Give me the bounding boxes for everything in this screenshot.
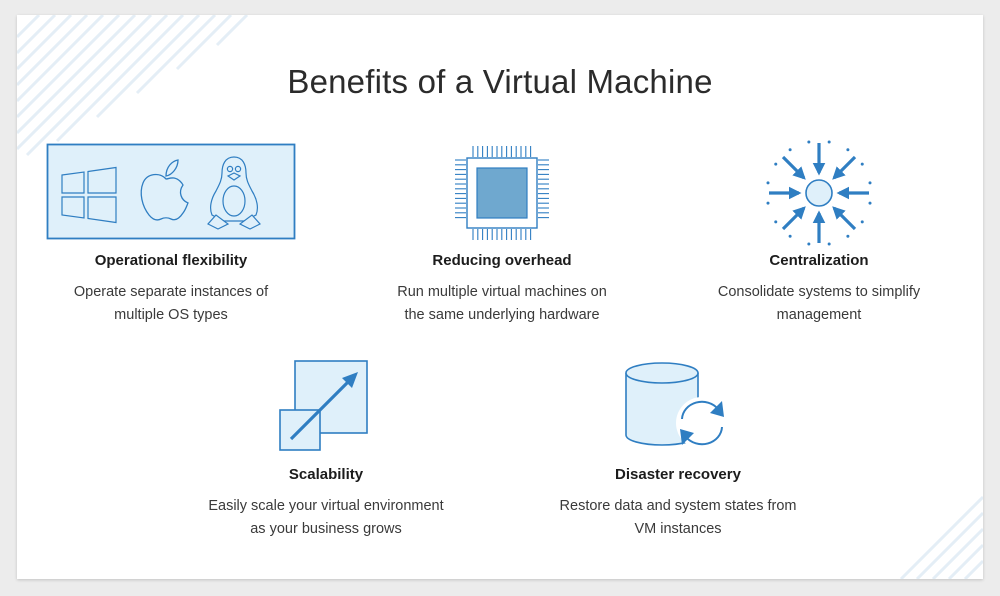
benefit-heading: Reducing overhead (432, 252, 572, 269)
benefit-description: Operate separate instances of multiple O… (73, 284, 269, 323)
decorative-stripes-bottom-right (899, 495, 983, 579)
linux-tux-icon (207, 156, 261, 230)
sync-arrows-icon (681, 400, 723, 446)
benefit-description: Run multiple virtual machines on the sam… (397, 284, 607, 323)
benefit-centralization: Centralization Consolidate systems to si… (659, 135, 979, 327)
benefit-operational-flexibility: Operational flexibility Operate separate… (17, 143, 331, 327)
page-title: Benefits of a Virtual Machine (287, 63, 713, 100)
apple-logo-icon (140, 159, 189, 221)
benefit-description: Easily scale your virtual environment as… (208, 498, 444, 537)
benefit-disaster-recovery: Disaster recovery Restore data and syste… (518, 362, 838, 541)
benefit-reducing-overhead: Reducing overhead Run multiple virtual m… (342, 143, 662, 327)
benefit-description: Consolidate systems to simplify manageme… (717, 284, 921, 323)
benefit-heading: Disaster recovery (615, 466, 741, 483)
scale-up-icon (279, 360, 368, 451)
windows-logo-icon (61, 166, 117, 224)
cpu-chip-icon (455, 146, 549, 240)
benefit-heading: Operational flexibility (94, 252, 248, 269)
benefit-scalability: Scalability Easily scale your virtual en… (166, 360, 486, 541)
centralization-arrows-icon (766, 140, 872, 246)
database-sync-icon (625, 362, 728, 449)
os-types-icon (46, 143, 296, 240)
benefits-card: Benefits of a Virtual Machine (17, 15, 983, 579)
benefit-heading: Centralization (769, 252, 869, 269)
benefit-heading: Scalability (288, 466, 364, 483)
benefit-description: Restore data and system states from VM i… (559, 498, 797, 537)
decorative-stripes-top-left (17, 15, 249, 157)
